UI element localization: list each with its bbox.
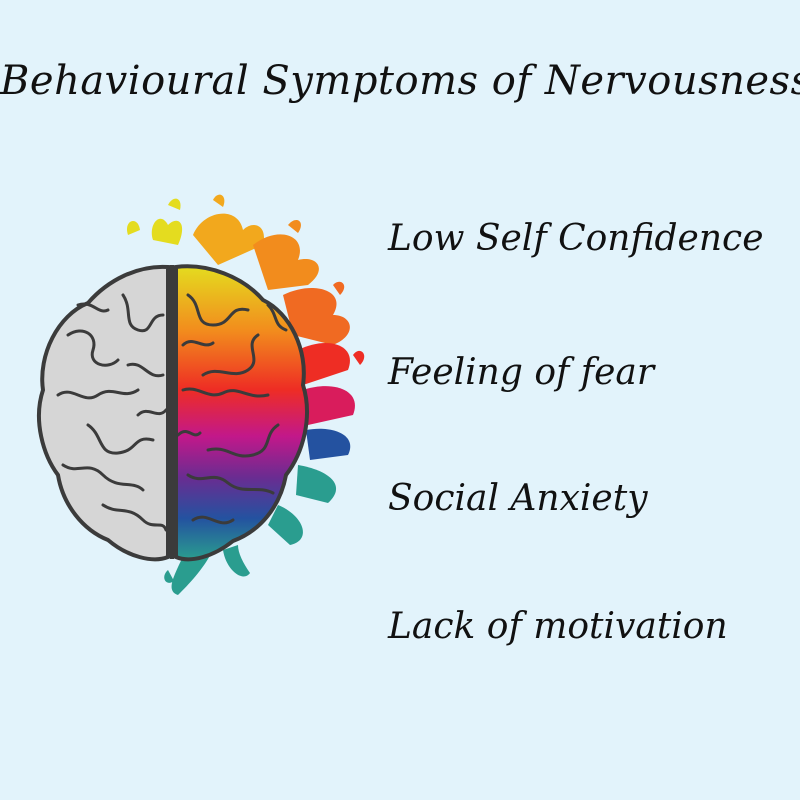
- symptom-list: Low Self Confidence Feeling of fear Soci…: [388, 0, 788, 800]
- symptom-item-low-self-confidence: Low Self Confidence: [388, 218, 764, 259]
- symptom-item-social-anxiety: Social Anxiety: [388, 478, 648, 519]
- brain-icon: [28, 185, 373, 610]
- symptom-item-lack-of-motivation: Lack of motivation: [388, 606, 728, 647]
- paint-splash: [126, 194, 365, 595]
- brain-right-half: [174, 264, 309, 562]
- page-title: Behavioural Symptoms of Nervousness: [0, 58, 800, 104]
- symptom-item-feeling-of-fear: Feeling of fear: [388, 352, 655, 393]
